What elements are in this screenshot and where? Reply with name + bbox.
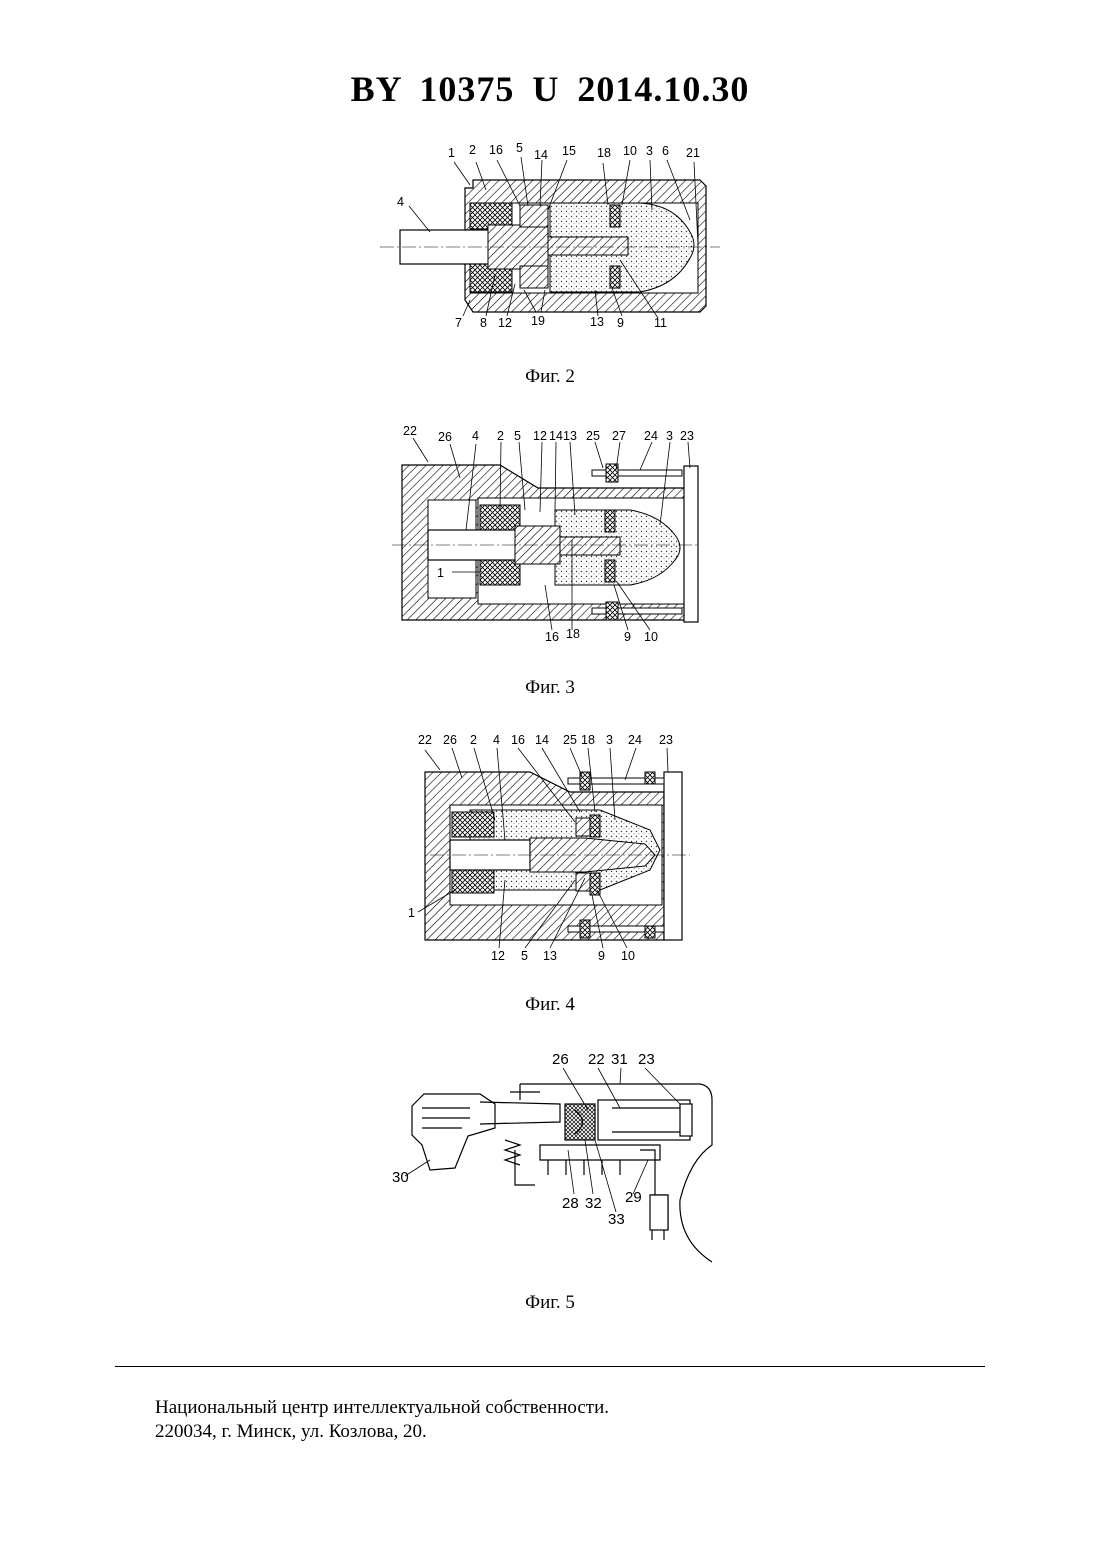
figure-4-caption: Фиг. 4 [0, 994, 1100, 1016]
fig5-label-30: 30 [392, 1169, 409, 1186]
fig3-label-9: 9 [624, 630, 631, 644]
fig2-label-19: 19 [531, 314, 545, 328]
figure-3-caption: Фиг. 3 [0, 677, 1100, 699]
figure-5-drawing: 26 22 31 23 30 28 32 29 33 [0, 1045, 1100, 1270]
fig3-label-27: 27 [612, 429, 626, 443]
figure-5-caption: Фиг. 5 [0, 1292, 1100, 1314]
figure-4-drawing: 22 26 2 4 16 14 25 18 3 24 23 1 12 5 13 … [0, 728, 1100, 968]
fig5-label-31: 31 [611, 1051, 628, 1068]
fig3-label-14: 14 [549, 429, 563, 443]
fig3-label-16: 16 [545, 630, 559, 644]
fig4-label-5: 5 [521, 949, 528, 963]
fig3-label-18: 18 [566, 627, 580, 641]
fig4-label-25: 25 [563, 733, 577, 747]
figure-3-drawing: 22 26 4 2 5 12 14 13 25 27 24 3 23 1 16 … [0, 420, 1100, 650]
fig4-label-24: 24 [628, 733, 642, 747]
fig3-label-22: 22 [403, 424, 417, 438]
fig2-label-15: 15 [562, 144, 576, 158]
fig4-label-1: 1 [408, 906, 415, 920]
fig2-label-5: 5 [516, 141, 523, 155]
fig4-label-18: 18 [581, 733, 595, 747]
fig5-label-26: 26 [552, 1051, 569, 1068]
footer-divider [115, 1366, 985, 1367]
fig5-label-29: 29 [625, 1189, 642, 1206]
document-header: BY 10375 U 2014.10.30 [0, 68, 1100, 110]
fig2-label-12: 12 [498, 316, 512, 330]
fig2-label-13: 13 [590, 315, 604, 329]
fig4-label-22: 22 [418, 733, 432, 747]
fig3-label-24: 24 [644, 429, 658, 443]
fig4-label-13: 13 [543, 949, 557, 963]
fig4-label-16: 16 [511, 733, 525, 747]
fig2-label-21: 21 [686, 146, 700, 160]
fig4-label-3: 3 [606, 733, 613, 747]
fig4-label-26: 26 [443, 733, 457, 747]
fig3-label-12: 12 [533, 429, 547, 443]
fig4-label-23: 23 [659, 733, 673, 747]
fig2-label-16: 16 [489, 143, 503, 157]
fig5-label-23: 23 [638, 1051, 655, 1068]
fig3-label-1: 1 [437, 566, 444, 580]
fig2-label-2: 2 [469, 143, 476, 157]
fig3-label-25: 25 [586, 429, 600, 443]
fig2-label-11: 11 [654, 316, 667, 330]
fig5-label-33: 33 [608, 1211, 625, 1228]
fig5-label-32: 32 [585, 1195, 602, 1212]
footer: Национальный центр интеллектуальной собс… [155, 1396, 609, 1444]
fig2-label-14: 14 [534, 148, 548, 162]
fig2-label-1: 1 [448, 146, 455, 160]
fig3-label-23: 23 [680, 429, 694, 443]
footer-organization: Национальный центр интеллектуальной собс… [155, 1396, 609, 1420]
fig2-label-3: 3 [646, 144, 653, 158]
fig2-label-6: 6 [662, 144, 669, 158]
fig3-label-26: 26 [438, 430, 452, 444]
fig2-label-8: 8 [480, 316, 487, 330]
fig3-label-13: 13 [563, 429, 577, 443]
fig2-label-10: 10 [623, 144, 637, 158]
fig4-label-12: 12 [491, 949, 505, 963]
fig5-label-22: 22 [588, 1051, 605, 1068]
fig5-label-28: 28 [562, 1195, 579, 1212]
fig3-label-3: 3 [666, 429, 673, 443]
fig3-label-10: 10 [644, 630, 658, 644]
fig2-label-4: 4 [397, 195, 404, 209]
fig4-label-14: 14 [535, 733, 549, 747]
figure-2-drawing: 1 2 16 5 14 15 18 10 3 6 21 4 7 8 12 19 … [0, 135, 1100, 340]
fig3-label-5: 5 [514, 429, 521, 443]
fig2-label-7: 7 [455, 316, 462, 330]
fig3-label-4: 4 [472, 429, 479, 443]
fig3-label-2: 2 [497, 429, 504, 443]
fig4-label-2: 2 [470, 733, 477, 747]
fig4-label-10: 10 [621, 949, 635, 963]
figure-2-caption: Фиг. 2 [0, 366, 1100, 388]
fig4-label-4: 4 [493, 733, 500, 747]
fig2-label-18: 18 [597, 146, 611, 160]
fig4-label-9: 9 [598, 949, 605, 963]
footer-address: 220034, г. Минск, ул. Козлова, 20. [155, 1420, 609, 1444]
fig2-label-9: 9 [617, 316, 624, 330]
